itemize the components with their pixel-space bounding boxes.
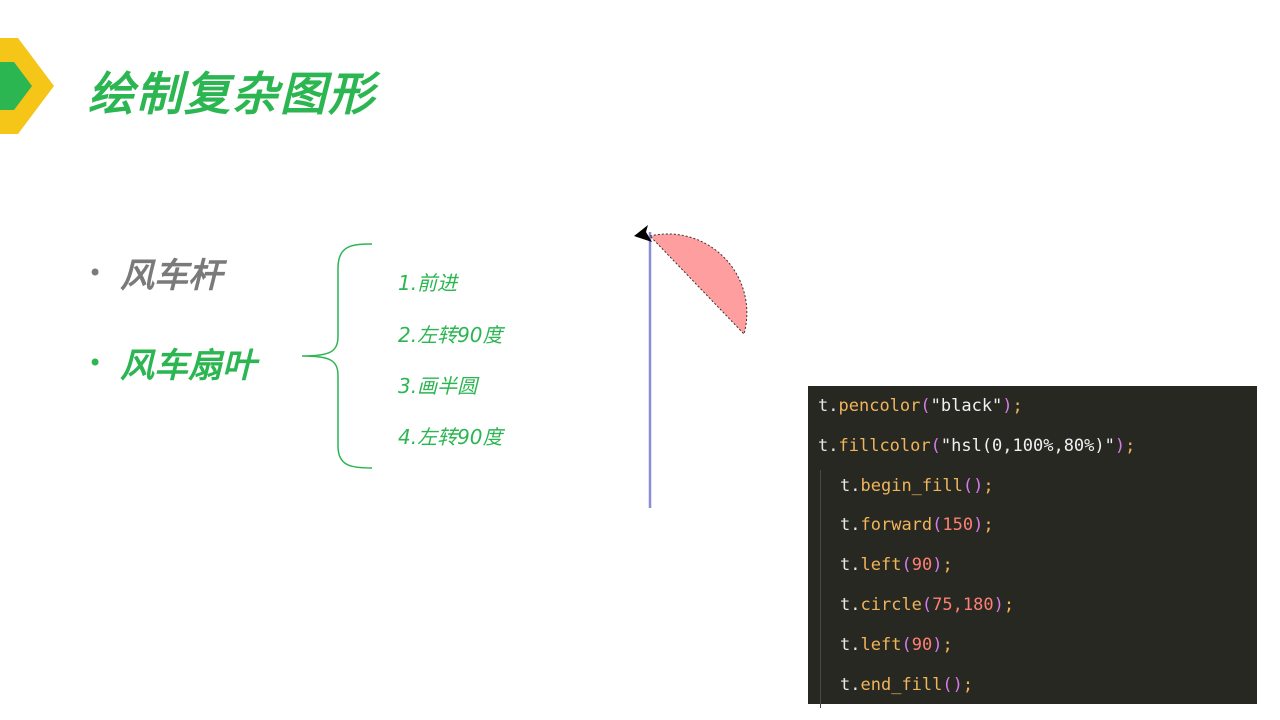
turtle-drawing bbox=[634, 225, 748, 508]
bullet-label: 风车扇叶 bbox=[120, 346, 257, 386]
step-4: 4.左转90度 bbox=[398, 425, 503, 449]
code-paren: ) bbox=[973, 515, 984, 536]
code-paren: ( bbox=[920, 396, 931, 416]
code-dot: . bbox=[850, 515, 861, 536]
code-object: t bbox=[818, 396, 829, 416]
code-function: pencolor bbox=[838, 396, 921, 416]
code-line: t.end_fill(); bbox=[808, 668, 1257, 709]
code-function: begin_fill bbox=[860, 475, 963, 496]
code-paren: ( bbox=[901, 634, 912, 655]
code-paren: ) bbox=[993, 594, 1004, 615]
code-function: fillcolor bbox=[838, 435, 931, 456]
code-dot: . bbox=[828, 396, 839, 416]
code-object: t bbox=[840, 634, 851, 655]
code-semicolon: ; bbox=[942, 634, 953, 655]
curly-brace-icon bbox=[301, 243, 373, 469]
code-line: t.left(90); bbox=[808, 628, 1257, 669]
bullet-windmill-pole: • 风车杆 bbox=[88, 248, 222, 297]
code-paren: ( bbox=[942, 674, 953, 695]
code-function: left bbox=[860, 555, 902, 576]
windmill-blade bbox=[649, 233, 748, 335]
code-object: t bbox=[840, 515, 851, 536]
code-panel: t.pencolor("black");t.fillcolor("hsl(0,1… bbox=[808, 386, 1257, 709]
bullet-dot: • bbox=[88, 348, 103, 377]
slide-title: 绘制复杂图形 bbox=[88, 67, 376, 121]
bullet-windmill-blade: • 风车扇叶 bbox=[88, 338, 256, 387]
code-dot: . bbox=[850, 634, 861, 655]
code-line: t.fillcolor("hsl(0,100%,80%)"); bbox=[808, 430, 1257, 470]
code-line: t.circle(75,180); bbox=[808, 588, 1257, 629]
code-object: t bbox=[840, 674, 851, 695]
code-argument: 90 bbox=[911, 555, 933, 576]
step-3: 3.画半圆 bbox=[398, 374, 478, 398]
code-argument: 150 bbox=[942, 515, 974, 536]
code-line: t.begin_fill(); bbox=[808, 469, 1257, 510]
bullet-dot: • bbox=[88, 258, 103, 287]
code-object: t bbox=[840, 555, 851, 576]
step-2: 2.左转90度 bbox=[398, 323, 503, 347]
code-argument: 90 bbox=[911, 634, 933, 655]
code-dot: . bbox=[850, 475, 861, 496]
code-dot: . bbox=[850, 674, 861, 695]
code-paren: ( bbox=[962, 475, 974, 496]
code-line: t.forward(150); bbox=[808, 509, 1257, 549]
code-paren: ) bbox=[952, 674, 963, 695]
code-line: t.left(90); bbox=[808, 549, 1257, 589]
code-paren: ( bbox=[921, 594, 933, 615]
code-function: forward bbox=[860, 515, 933, 536]
code-semicolon: ; bbox=[1012, 396, 1023, 416]
code-object: t bbox=[818, 435, 829, 456]
code-function: end_fill bbox=[860, 674, 943, 695]
code-function: left bbox=[860, 634, 902, 655]
corner-chevron-icon bbox=[0, 38, 54, 134]
code-paren: ) bbox=[1002, 396, 1013, 416]
code-paren: ) bbox=[1114, 435, 1126, 456]
code-dot: . bbox=[850, 555, 861, 576]
code-line: t.pencolor("black"); bbox=[808, 390, 1257, 430]
code-paren: ( bbox=[901, 555, 912, 576]
code-object: t bbox=[840, 594, 851, 615]
code-paren: ) bbox=[973, 475, 984, 496]
code-argument: 75,180 bbox=[932, 594, 994, 615]
code-semicolon: ; bbox=[983, 475, 994, 496]
code-semicolon: ; bbox=[962, 674, 974, 695]
code-semicolon: ; bbox=[1003, 594, 1015, 615]
code-paren: ( bbox=[930, 435, 941, 456]
code-semicolon: ; bbox=[983, 515, 994, 536]
turtle-arrow-icon bbox=[634, 225, 652, 242]
code-argument: "hsl(0,100%,80%)" bbox=[940, 435, 1115, 456]
bullet-label: 风车杆 bbox=[120, 256, 223, 296]
code-semicolon: ; bbox=[942, 555, 953, 576]
step-1: 1.前进 bbox=[398, 271, 458, 295]
code-object: t bbox=[840, 475, 851, 496]
code-argument: "black" bbox=[930, 396, 1003, 416]
code-paren: ) bbox=[932, 634, 943, 655]
code-function: circle bbox=[860, 594, 922, 615]
code-dot: . bbox=[850, 594, 861, 615]
code-paren: ) bbox=[932, 555, 943, 576]
code-paren: ( bbox=[932, 515, 943, 536]
code-semicolon: ; bbox=[1125, 435, 1136, 456]
code-dot: . bbox=[828, 435, 839, 456]
